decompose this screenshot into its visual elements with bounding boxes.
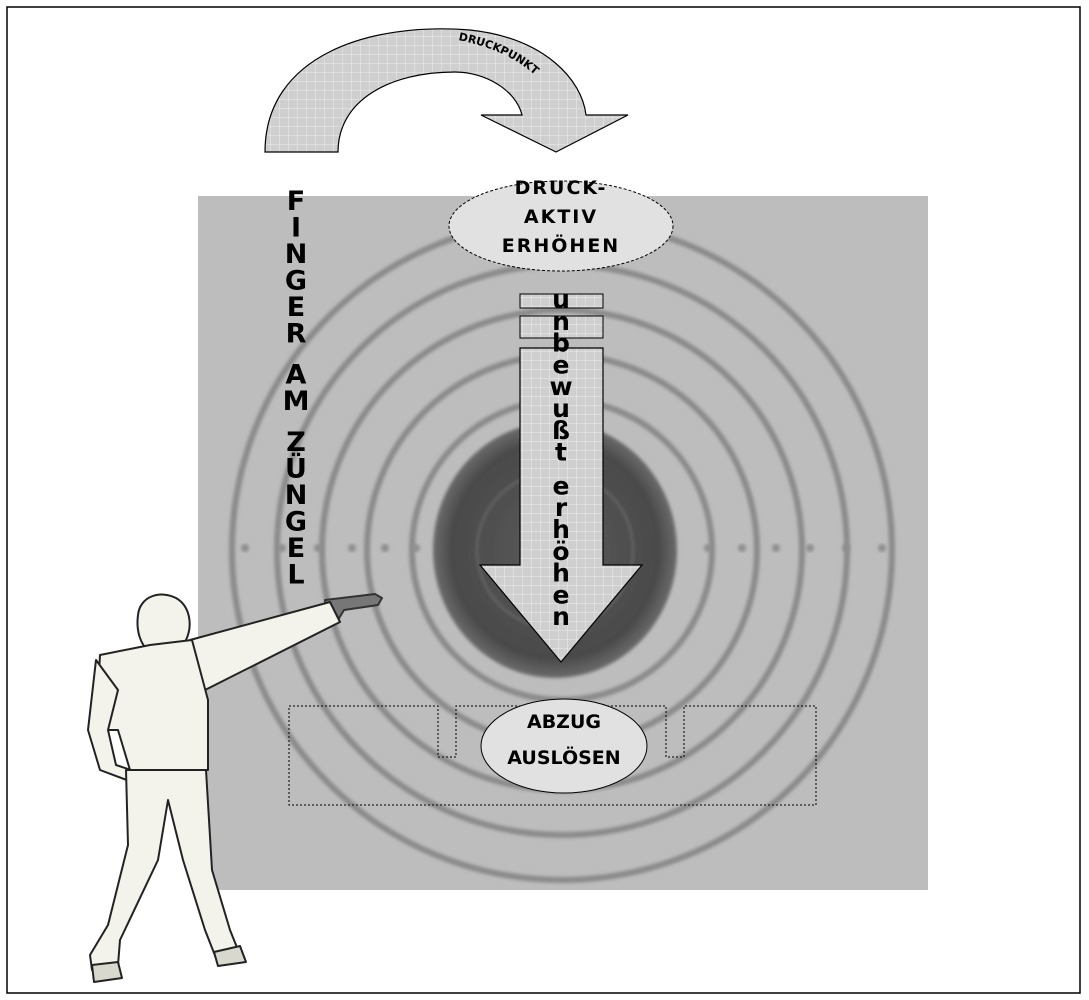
- arrow-label-char: ß: [552, 416, 570, 445]
- left-label-char: N: [285, 480, 308, 511]
- arrow-label-char: e: [553, 580, 570, 609]
- arrow-label-char: r: [555, 493, 568, 522]
- left-label-char: N: [285, 239, 308, 270]
- left-label-char: G: [285, 266, 307, 297]
- oval-top-line: ERHÖHEN: [502, 233, 620, 257]
- arrow-label-char: n: [552, 307, 570, 336]
- left-label-char: E: [287, 533, 305, 564]
- trigger-outline: [288, 705, 817, 806]
- arrow-label-char: t: [555, 438, 567, 467]
- arrow-label-char: w: [549, 372, 572, 401]
- arrow-label-char: e: [553, 350, 570, 379]
- left-label-char: E: [287, 292, 305, 323]
- arrow-label-char: h: [552, 559, 570, 588]
- arrow-label-char: h: [552, 515, 570, 544]
- oval-abzug-ausloesen: ABZUG AUSLÖSEN: [480, 698, 648, 794]
- oval-bottom-line: AUSLÖSEN: [507, 745, 620, 769]
- arrow-label-char: u: [552, 394, 570, 423]
- arrow-label-char: ö: [552, 537, 569, 566]
- left-label-char: M: [283, 386, 310, 417]
- oval-top-line: DRUCK-: [515, 177, 608, 199]
- left-label-char: R: [286, 319, 307, 350]
- oval-bottom-text: ABZUG AUSLÖSEN: [507, 711, 620, 769]
- arrow-label-char: b: [552, 329, 570, 358]
- arrow-label-char: n: [552, 602, 570, 631]
- left-label-char: A: [286, 360, 307, 391]
- left-label-char: I: [291, 213, 301, 244]
- left-label-char: Z: [286, 427, 306, 458]
- shooter-figure: [87, 593, 383, 983]
- oval-top-line: AKTIV: [524, 206, 598, 228]
- left-label-char: Ü: [285, 452, 307, 485]
- left-label-char: F: [287, 186, 305, 217]
- arrow-label-char: e: [553, 471, 570, 500]
- oval-top-text: DRUCK- AKTIV ERHÖHEN: [502, 177, 620, 257]
- arrow-label-char: u: [552, 285, 570, 314]
- oval-bottom-line: ABZUG: [527, 711, 601, 733]
- left-label-char: G: [285, 507, 307, 538]
- left-label-char: L: [287, 560, 304, 591]
- oval-druck-aktiv: DRUCK- AKTIV ERHÖHEN: [448, 177, 674, 272]
